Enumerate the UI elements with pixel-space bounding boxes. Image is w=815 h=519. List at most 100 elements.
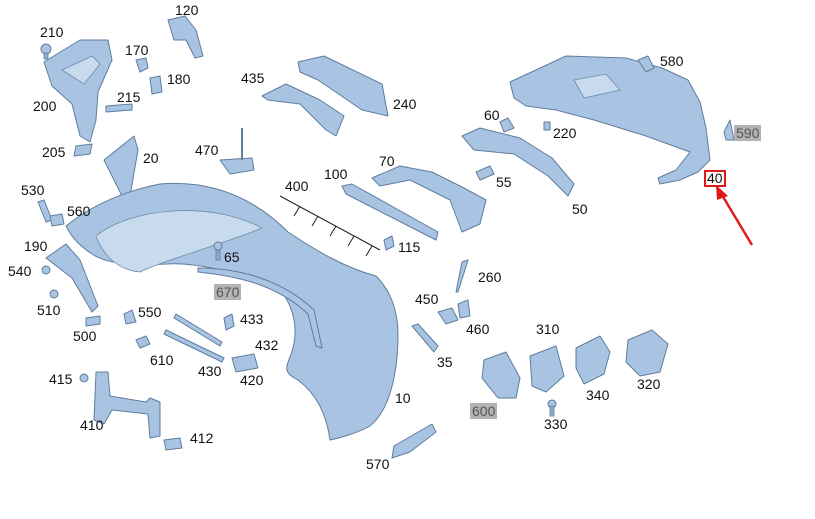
part-330-icon bbox=[547, 399, 557, 417]
label-540: 540 bbox=[8, 263, 32, 279]
label-590: 590 bbox=[734, 125, 762, 141]
part-670-icon bbox=[197, 267, 323, 349]
label-320: 320 bbox=[637, 376, 661, 392]
part-50-icon bbox=[461, 127, 575, 197]
label-510: 510 bbox=[37, 302, 61, 318]
part-240-icon bbox=[297, 55, 389, 117]
label-205: 205 bbox=[42, 144, 66, 160]
label-190: 190 bbox=[24, 238, 48, 254]
part-415-icon bbox=[79, 373, 89, 383]
label-570: 570 bbox=[366, 456, 390, 472]
label-430: 430 bbox=[198, 363, 222, 379]
part-450-icon bbox=[437, 307, 459, 325]
label-35: 35 bbox=[437, 354, 453, 370]
part-470-icon bbox=[219, 157, 255, 175]
part-610-icon bbox=[135, 335, 151, 349]
label-65: 65 bbox=[224, 249, 240, 265]
label-210: 210 bbox=[40, 24, 64, 40]
label-415: 415 bbox=[49, 371, 73, 387]
label-200: 200 bbox=[33, 98, 57, 114]
label-670: 670 bbox=[214, 284, 242, 300]
part-20-icon bbox=[103, 135, 139, 197]
part-430-icon bbox=[163, 329, 225, 363]
label-60: 60 bbox=[484, 107, 500, 123]
label-180: 180 bbox=[167, 71, 191, 87]
part-55-icon bbox=[475, 165, 495, 181]
part-400-icon bbox=[279, 195, 381, 257]
part-60-icon bbox=[499, 117, 515, 133]
label-220: 220 bbox=[553, 125, 577, 141]
label-240: 240 bbox=[393, 96, 417, 112]
part-115-icon bbox=[383, 235, 395, 251]
part-190-icon bbox=[45, 243, 99, 313]
part-570-icon bbox=[391, 423, 437, 459]
label-50: 50 bbox=[572, 201, 588, 217]
part-310-icon bbox=[529, 345, 565, 393]
label-55: 55 bbox=[496, 174, 512, 190]
label-610: 610 bbox=[150, 352, 174, 368]
label-20: 20 bbox=[143, 150, 159, 166]
label-433: 433 bbox=[240, 311, 264, 327]
label-432: 432 bbox=[255, 337, 279, 353]
part-210-icon bbox=[40, 43, 52, 60]
part-530-icon bbox=[37, 199, 53, 223]
part-412-icon bbox=[163, 437, 183, 451]
label-310: 310 bbox=[536, 321, 560, 337]
label-580: 580 bbox=[660, 53, 684, 69]
part-200-icon bbox=[43, 39, 113, 143]
label-600: 600 bbox=[470, 403, 498, 419]
label-550: 550 bbox=[138, 304, 162, 320]
part-340-icon bbox=[575, 335, 611, 385]
part-220-icon bbox=[543, 121, 551, 131]
label-435: 435 bbox=[241, 70, 265, 86]
label-450: 450 bbox=[415, 291, 439, 307]
part-35-icon bbox=[411, 323, 439, 353]
part-180-icon bbox=[149, 75, 163, 95]
part-40-icon bbox=[509, 55, 711, 185]
part-590-icon bbox=[723, 119, 735, 141]
label-100: 100 bbox=[324, 166, 348, 182]
label-120: 120 bbox=[175, 2, 199, 18]
label-412: 412 bbox=[190, 430, 214, 446]
label-420: 420 bbox=[240, 372, 264, 388]
label-400: 400 bbox=[285, 178, 309, 194]
label-10: 10 bbox=[395, 390, 411, 406]
part-260-icon bbox=[455, 259, 469, 293]
part-65-icon bbox=[213, 241, 223, 261]
part-410-icon bbox=[93, 371, 161, 439]
part-580-icon bbox=[637, 55, 655, 73]
part-432-icon bbox=[173, 313, 223, 347]
label-170: 170 bbox=[125, 42, 149, 58]
part-320-icon bbox=[625, 329, 669, 377]
part-510-icon bbox=[49, 289, 59, 299]
label-40[interactable]: 40 bbox=[704, 170, 726, 187]
part-70-icon bbox=[371, 165, 487, 233]
label-460: 460 bbox=[466, 321, 490, 337]
part-600-icon bbox=[481, 351, 521, 399]
label-215: 215 bbox=[117, 89, 141, 105]
label-500: 500 bbox=[73, 328, 97, 344]
label-410: 410 bbox=[80, 417, 104, 433]
part-500-icon bbox=[85, 315, 101, 327]
part-460-icon bbox=[457, 299, 471, 319]
label-470: 470 bbox=[195, 142, 219, 158]
part-215-icon bbox=[105, 103, 133, 113]
label-530: 530 bbox=[21, 182, 45, 198]
part-420-icon bbox=[231, 353, 259, 373]
part-120-icon bbox=[167, 15, 204, 59]
part-550-icon bbox=[123, 309, 137, 325]
label-70: 70 bbox=[379, 153, 395, 169]
label-115: 115 bbox=[398, 239, 421, 255]
label-560: 560 bbox=[67, 203, 91, 219]
part-170-icon bbox=[135, 57, 149, 73]
part-435-icon bbox=[261, 83, 345, 137]
part-540-icon bbox=[41, 265, 51, 275]
label-260: 260 bbox=[478, 269, 502, 285]
label-330: 330 bbox=[544, 416, 568, 432]
part-560-icon bbox=[49, 213, 65, 227]
label-340: 340 bbox=[586, 387, 610, 403]
part-100-icon bbox=[341, 183, 439, 241]
highlight-arrow-icon bbox=[716, 185, 754, 246]
